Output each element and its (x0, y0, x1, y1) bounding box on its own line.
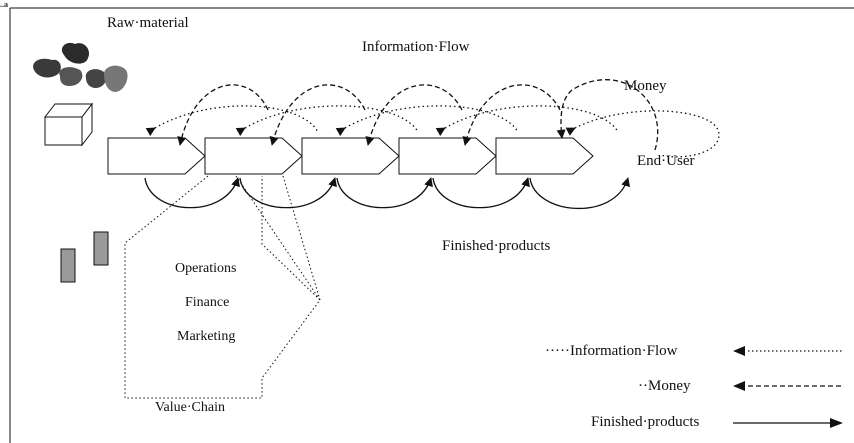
gray-rect-1 (60, 248, 76, 283)
callout-line-2 (235, 175, 321, 301)
money-arc-3 (365, 84, 463, 146)
finance-label: Finance (185, 295, 230, 310)
information-flow-label: Information·Flow (362, 39, 470, 55)
finished-products-arc-4 (432, 177, 530, 209)
value-chain-callout (124, 175, 321, 399)
legend-finished-products-label: Finished·products (591, 414, 700, 430)
operations-label: Operations (175, 261, 237, 276)
information-flow-loop-1 (145, 105, 319, 137)
value-chain-arrow-4 (398, 137, 497, 175)
legend-information-flow-arrowhead (733, 346, 745, 356)
legend-money-arrowhead (733, 381, 745, 391)
value-chain-arrow-1 (107, 137, 206, 175)
money-arc-4 (462, 84, 561, 146)
finished-products-label: Finished·products (442, 238, 551, 254)
finished-products-arc-2 (239, 177, 337, 209)
end-user-label: End·User (637, 153, 695, 169)
finished-products-arc-1 (144, 177, 240, 209)
legend-finished-products-arrowhead (830, 418, 843, 428)
information-flow-loop-5 (565, 110, 720, 158)
raw-material-box-icon (43, 102, 94, 147)
value-chain-label: Value·Chain (155, 400, 225, 415)
money-arc-2 (269, 84, 366, 146)
marketing-label: Marketing (177, 329, 236, 344)
value-chain-arrow-5 (495, 137, 594, 175)
raw-material-label: Raw·material (107, 15, 189, 31)
finished-products-arc-5 (529, 177, 631, 210)
information-flow-loop-3 (335, 105, 519, 137)
money-arc-1 (177, 84, 269, 146)
gray-rect-2 (93, 231, 109, 266)
finished-products-arc-3 (336, 177, 433, 209)
callout-line-1 (282, 175, 321, 301)
money-label: Money (624, 78, 667, 94)
value-chain-arrow-3 (301, 137, 400, 175)
raw-material-rocks-icon (33, 42, 128, 92)
legend (733, 346, 843, 428)
information-flow-loop-4 (435, 105, 619, 137)
information-flow-loop-2 (235, 105, 419, 137)
legend-money-label: ··Money (638, 378, 691, 394)
legend-information-flow-label: ·····Information·Flow (545, 343, 678, 359)
corner-mark: ..a (0, 0, 8, 9)
value-chain-arrow-2 (204, 137, 303, 175)
money-arc-5 (556, 79, 659, 151)
